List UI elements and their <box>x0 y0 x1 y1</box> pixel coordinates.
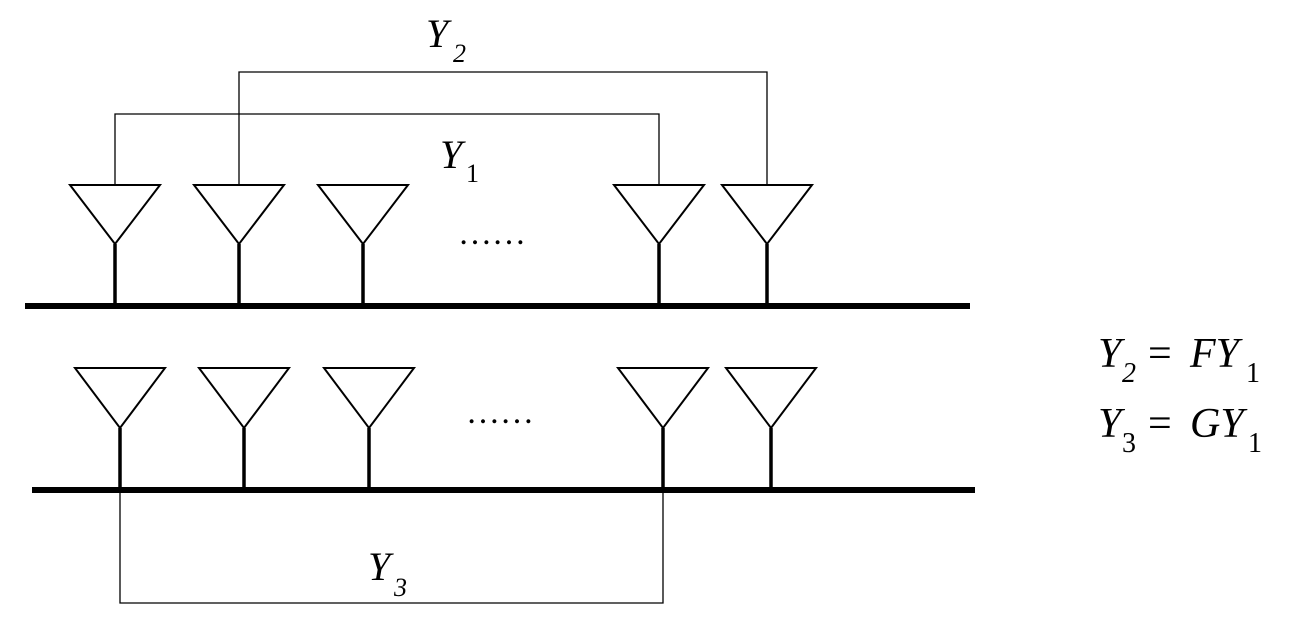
svg-text:3: 3 <box>1122 428 1136 459</box>
svg-text:=: = <box>1148 331 1172 377</box>
lower-antenna-3 <box>322 367 416 490</box>
svg-text:FY: FY <box>1189 331 1244 377</box>
svg-text:Y: Y <box>1098 401 1126 447</box>
antenna-icon <box>322 367 416 430</box>
svg-text:Y: Y <box>1098 331 1126 377</box>
svg-text:2: 2 <box>1122 358 1136 389</box>
upper-ellipsis: …… <box>458 215 526 252</box>
antenna-icon <box>73 367 167 430</box>
svg-text:Y: Y <box>440 132 466 177</box>
equations: Y 2 = FY 1 Y 3 = GY 1 <box>1098 331 1262 459</box>
upper-antenna-3 <box>315 184 411 306</box>
upper-antenna-1 <box>67 184 163 306</box>
svg-text:Y: Y <box>426 11 452 56</box>
lower-array: …… <box>32 367 975 493</box>
antenna-icon <box>197 367 291 430</box>
y3-label: Y 3 <box>368 544 407 602</box>
equation-y3: Y 3 = GY 1 <box>1098 401 1262 459</box>
antenna-icon <box>67 184 163 246</box>
antenna-icon <box>724 367 818 430</box>
svg-text:Y: Y <box>368 544 394 589</box>
y2-label: Y 2 <box>426 11 466 68</box>
antenna-icon <box>191 184 287 246</box>
upper-antenna-4 <box>611 184 707 306</box>
lower-antenna-2 <box>197 367 291 490</box>
lower-antenna-4 <box>616 367 710 490</box>
svg-text:1: 1 <box>1246 358 1260 389</box>
upper-antenna-2 <box>191 184 287 306</box>
svg-text:1: 1 <box>466 159 479 188</box>
svg-text:2: 2 <box>453 39 466 68</box>
antenna-icon <box>315 184 411 246</box>
equation-y2: Y 2 = FY 1 <box>1098 331 1260 389</box>
svg-text:1: 1 <box>1248 428 1262 459</box>
lower-antenna-1 <box>73 367 167 490</box>
lower-ellipsis: …… <box>466 394 534 431</box>
antenna-icon <box>719 184 815 246</box>
y1-connection-line <box>114 113 660 185</box>
svg-text:GY: GY <box>1190 401 1248 447</box>
y3-connection-line <box>119 490 664 604</box>
antenna-icon <box>611 184 707 246</box>
svg-text:=: = <box>1148 401 1172 447</box>
antenna-icon <box>616 367 710 430</box>
y2-connection-line <box>238 71 768 185</box>
lower-antenna-5 <box>724 367 818 490</box>
y1-label: Y 1 <box>440 132 479 188</box>
upper-array: …… <box>25 184 970 309</box>
svg-text:3: 3 <box>393 573 407 602</box>
upper-antenna-5 <box>719 184 815 306</box>
